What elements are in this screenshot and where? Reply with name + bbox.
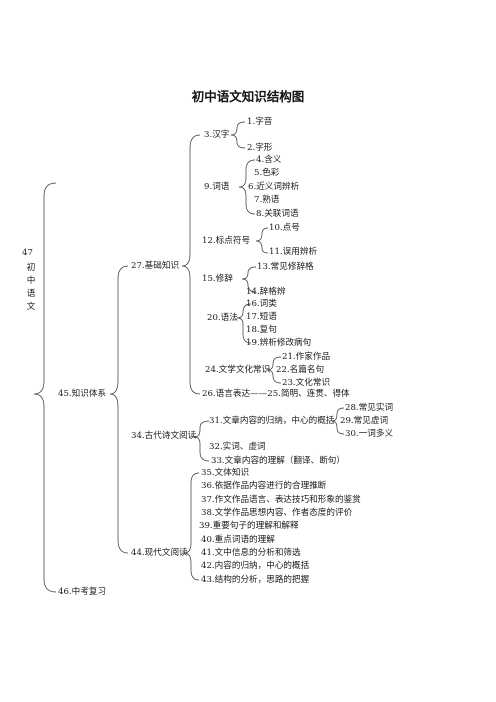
leaf-item: 10.点号 xyxy=(269,223,300,233)
system-bracket xyxy=(109,265,129,554)
words-node: 9.词语 xyxy=(204,182,230,192)
leaf-item: 14.辞格辨 xyxy=(246,287,286,297)
knowledge-system-node: 45.知识体系 xyxy=(58,389,107,399)
leaf-item: 6.近义词辨析 xyxy=(248,182,300,192)
chars-bracket xyxy=(230,121,246,149)
chars-node: 3.汉字 xyxy=(204,130,230,140)
leaf-item: 1.字音 xyxy=(247,117,273,127)
modern-item: 36.依据作品内容进行的合理推断 xyxy=(201,481,327,491)
rhet-bracket xyxy=(241,266,257,293)
root-char: 文 xyxy=(26,302,36,312)
classical-content-node: 31.文章内容的归纳，中心的概括 xyxy=(209,416,335,426)
classical-words-node: 32.实词、虚词 xyxy=(209,442,266,452)
leaf-item: 4.含义 xyxy=(256,155,282,165)
gram-bracket xyxy=(236,303,252,344)
root-char: 语 xyxy=(26,289,36,299)
leaf-item: 18.复句 xyxy=(246,325,277,335)
punctuation-node: 12.标点符号 xyxy=(202,236,251,246)
grammar-node: 20.语法 xyxy=(207,313,238,323)
lit-bracket xyxy=(266,356,282,384)
leaf-item: 22.名篇名句 xyxy=(276,365,325,375)
root-char: 中 xyxy=(26,276,36,286)
diagram-title: 初中语文知识结构图 xyxy=(191,89,305,104)
punct-bracket xyxy=(255,227,269,254)
classical-bracket xyxy=(193,420,210,462)
leaf-item: 23.文化常识 xyxy=(282,378,331,388)
leaf-item: 30.一词多义 xyxy=(345,429,394,439)
words-bracket xyxy=(238,159,256,215)
rhetoric-node: 15.修辞 xyxy=(202,274,233,284)
leaf-item: 16.词类 xyxy=(246,299,277,309)
modern-item: 37.作文作品语言、表达技巧和形象的鉴赏 xyxy=(201,495,361,505)
modern-item: 38.文学作品思想内容、作者态度的评价 xyxy=(201,508,353,518)
classical-content-bracket xyxy=(331,407,345,435)
exam-review-node: 46.中考复习 xyxy=(58,587,107,597)
basic-bracket xyxy=(181,134,201,395)
leaf-item: 7.熟语 xyxy=(254,195,280,205)
modern-item: 41.文中信息的分析和筛选 xyxy=(201,548,301,558)
leaf-item: 28.常见实词 xyxy=(345,403,394,413)
modern-item: 39.重要句子的理解和解释 xyxy=(199,521,299,531)
root-title-vertical: 初 中 语 文 xyxy=(22,261,40,313)
leaf-item: 5.色彩 xyxy=(254,168,280,178)
basic-knowledge-node: 27.基础知识 xyxy=(131,261,180,271)
leaf-item: 8.关联词语 xyxy=(256,209,299,219)
modern-item: 43.结构的分析，思路的把握 xyxy=(201,575,310,585)
root-char: 初 xyxy=(26,263,36,273)
root-number: 47 xyxy=(22,248,33,258)
modern-item: 42.内容的归纳，中心的概括 xyxy=(201,561,310,571)
modern-reading-node: 44.现代文阅读 xyxy=(131,548,188,558)
leaf-item: 29.常见虚词 xyxy=(340,416,389,426)
modern-item: 40.重点词语的理解 xyxy=(201,535,275,545)
expression-node: 26.语言表达——25.简明、连贯、得体 xyxy=(202,389,350,399)
root-bracket xyxy=(33,182,57,593)
leaf-item: 2.字形 xyxy=(247,143,273,153)
leaf-item: 17.短语 xyxy=(246,312,277,322)
leaf-item: 13.常见修辞格 xyxy=(257,262,314,272)
literature-node: 24.文学文化常识 xyxy=(205,365,271,375)
modern-bracket xyxy=(183,472,200,581)
leaf-item: 21.作家作品 xyxy=(282,352,331,362)
classical-understanding-node: 33.文章内容的理解（翻译、断句） xyxy=(211,456,345,466)
leaf-item: 11.误用辨析 xyxy=(269,247,318,257)
leaf-item: 19.辨析修改病句 xyxy=(246,338,312,348)
classical-reading-node: 34.古代诗文阅读 xyxy=(131,431,197,441)
modern-item: 35.文体知识 xyxy=(201,468,250,478)
